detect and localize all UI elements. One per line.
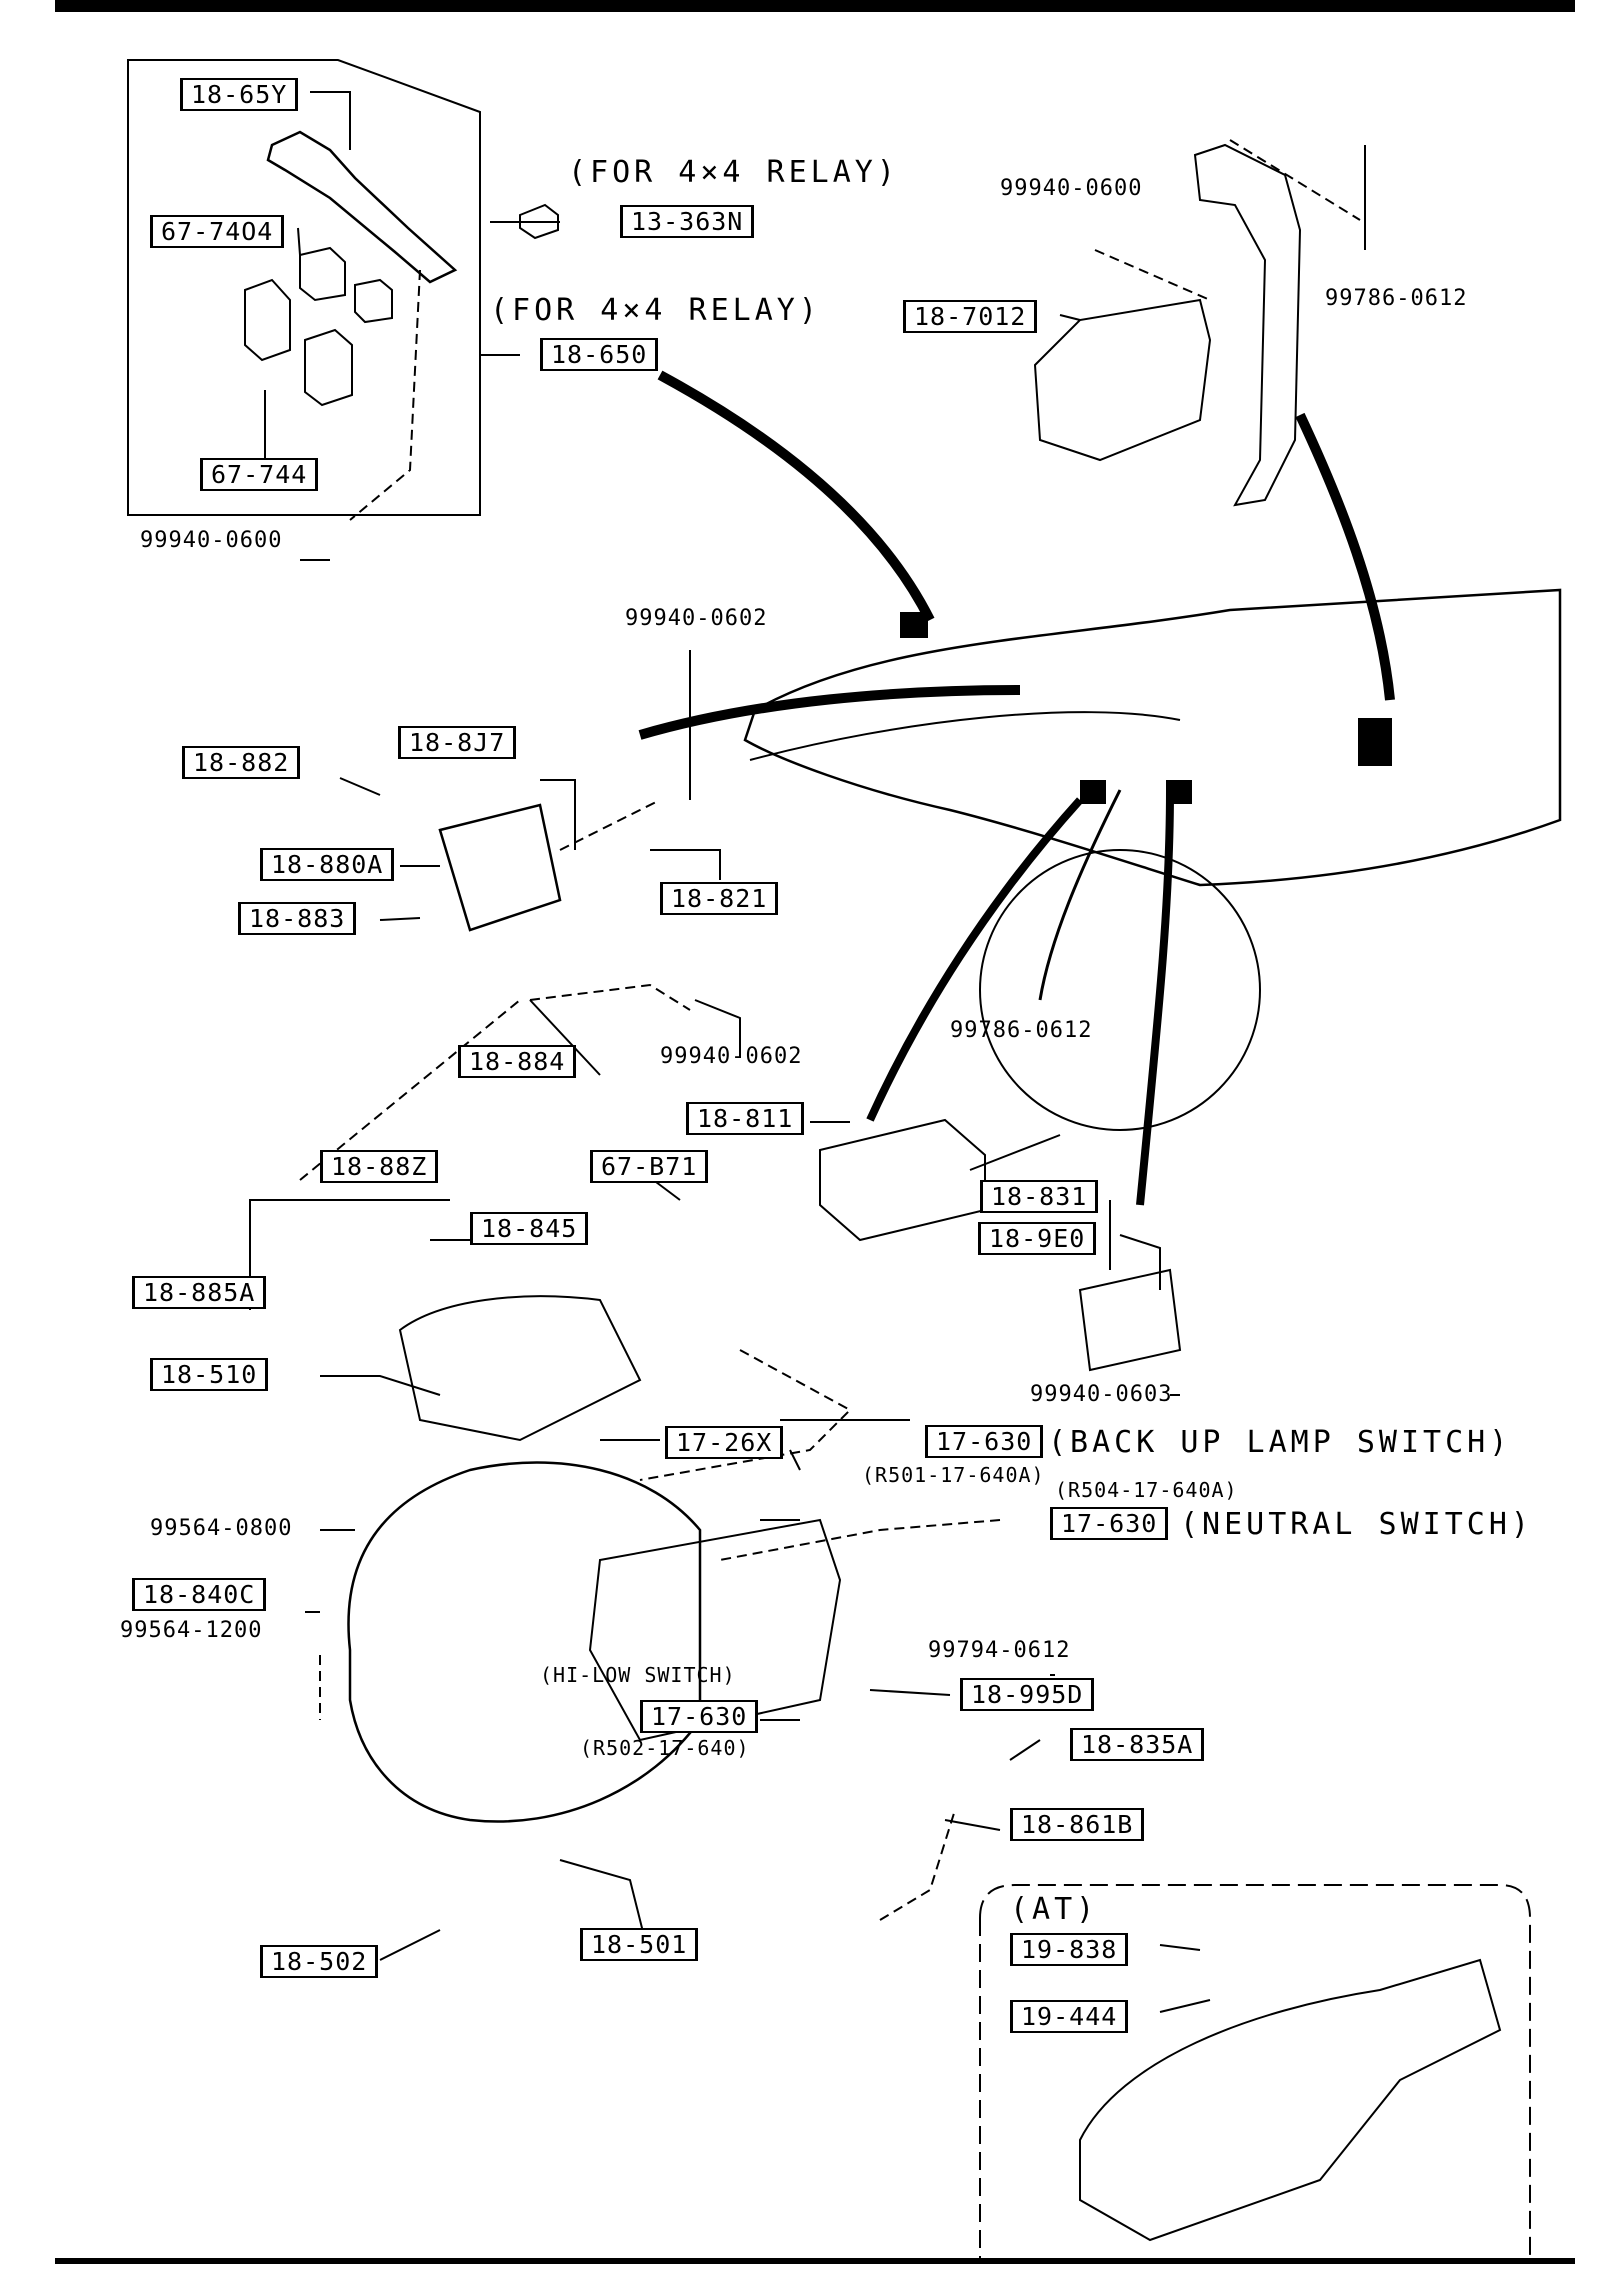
part-label-18-840c: 18-840C bbox=[132, 1578, 267, 1611]
part-label-17-26x: 17-26X bbox=[665, 1426, 784, 1459]
part-label-18-831: 18-831 bbox=[980, 1180, 1099, 1213]
engine-control-unit-shape bbox=[438, 803, 562, 932]
note-for-4x4-relay-bottom: (FOR 4×4 RELAY) bbox=[490, 293, 821, 328]
relay-bracket-shape bbox=[266, 130, 458, 284]
callout-arrow bbox=[657, 370, 935, 623]
fastener-label-99940-0602-bottom: 99940-0602 bbox=[660, 1044, 803, 1069]
part-label-19-838: 19-838 bbox=[1010, 1933, 1129, 1966]
relay-inset-frame bbox=[127, 59, 481, 516]
top-border-rule bbox=[55, 0, 1575, 12]
location-marker bbox=[1358, 718, 1392, 766]
callout-arrow bbox=[866, 797, 1083, 1122]
intake-manifold-shape bbox=[398, 1295, 642, 1442]
fastener-label-99786-0612-mid: 99786-0612 bbox=[950, 1018, 1093, 1043]
part-label-67-b71: 67-B71 bbox=[590, 1150, 709, 1183]
fastener-label-99786-0612-top: 99786-0612 bbox=[1325, 286, 1468, 311]
engine-block-shape bbox=[347, 1461, 702, 1823]
note-hi-low-switch: (HI-LOW SWITCH) bbox=[540, 1663, 736, 1687]
part-label-18-811: 18-811 bbox=[686, 1102, 805, 1135]
fastener-label-99940-0603: 99940-0603 bbox=[1030, 1382, 1173, 1407]
part-label-17-630-back-up: 17-630 bbox=[925, 1425, 1044, 1458]
dashed-connection bbox=[299, 139, 1361, 1921]
mounting-bracket-shape bbox=[1193, 143, 1302, 507]
part-label-19-444: 19-444 bbox=[1010, 2000, 1129, 2033]
part-label-18-9e0: 18-9E0 bbox=[978, 1222, 1097, 1255]
part-label-18-8j7: 18-8J7 bbox=[398, 726, 517, 759]
note-neutral-switch: (NEUTRAL SWITCH) bbox=[1180, 1507, 1533, 1542]
part-label-18-882: 18-882 bbox=[182, 746, 301, 779]
note-at: (AT) bbox=[1010, 1892, 1099, 1927]
part-label-18-88z: 18-88Z bbox=[320, 1150, 439, 1183]
location-marker bbox=[900, 612, 928, 638]
part-label-67-7404: 67-74O4 bbox=[150, 215, 285, 248]
location-marker bbox=[1080, 780, 1106, 804]
leader-lines bbox=[249, 91, 1366, 2013]
note-r501: (R501-17-640A) bbox=[862, 1463, 1045, 1487]
part-label-18-995d: 18-995D bbox=[960, 1678, 1095, 1711]
part-label-18-650: 18-650 bbox=[540, 338, 659, 371]
callout-arrow bbox=[638, 685, 1021, 740]
module-shape bbox=[1078, 1268, 1182, 1372]
part-label-18-65y: 18-65Y bbox=[180, 78, 299, 111]
wheel-arch bbox=[979, 849, 1261, 1131]
part-label-18-510: 18-510 bbox=[150, 1358, 269, 1391]
fastener-label-99564-1200: 99564-1200 bbox=[120, 1618, 263, 1643]
note-r502: (R502-17-640) bbox=[580, 1736, 750, 1760]
stud-bolt-shape bbox=[519, 203, 559, 240]
relay-shape bbox=[244, 278, 353, 407]
location-marker bbox=[1166, 780, 1192, 804]
part-label-18-835a: 18-835A bbox=[1070, 1728, 1205, 1761]
part-label-18-7012: 18-7012 bbox=[903, 300, 1038, 333]
note-back-up-lamp-switch: (BACK UP LAMP SWITCH) bbox=[1048, 1425, 1512, 1460]
fastener-label-99564-0800: 99564-0800 bbox=[150, 1516, 293, 1541]
car-hood-line bbox=[749, 711, 1181, 761]
control-unit-shape bbox=[1033, 298, 1212, 462]
small-relay-shape bbox=[299, 246, 393, 324]
part-label-67-744: 67-744 bbox=[200, 458, 319, 491]
part-label-17-630-hi-low: 17-630 bbox=[640, 1700, 759, 1733]
part-label-18-845: 18-845 bbox=[470, 1212, 589, 1245]
callout-arrow bbox=[1136, 789, 1174, 1206]
note-for-4x4-relay-top: (FOR 4×4 RELAY) bbox=[568, 155, 899, 190]
part-label-17-630-neutral: 17-630 bbox=[1050, 1507, 1169, 1540]
part-label-18-821: 18-821 bbox=[660, 882, 779, 915]
callout-arrow bbox=[1038, 789, 1122, 1001]
part-label-18-880a: 18-880A bbox=[260, 848, 395, 881]
part-label-18-883: 18-883 bbox=[238, 902, 357, 935]
part-label-18-861b: 18-861B bbox=[1010, 1808, 1145, 1841]
part-label-18-884: 18-884 bbox=[458, 1045, 577, 1078]
relay-box-shape bbox=[819, 1118, 986, 1242]
callout-arrow bbox=[1295, 412, 1395, 701]
fastener-label-99940-0600-left: 99940-0600 bbox=[140, 528, 283, 553]
part-label-18-885a: 18-885A bbox=[132, 1276, 267, 1309]
part-label-18-501: 18-501 bbox=[580, 1928, 699, 1961]
fastener-label-99940-0602-top: 99940-0602 bbox=[625, 606, 768, 631]
fastener-label-99794-0612: 99794-0612 bbox=[928, 1638, 1071, 1663]
transmission-shape bbox=[588, 1518, 842, 1742]
bottom-border-rule bbox=[55, 2258, 1575, 2264]
car-body-outline bbox=[743, 588, 1562, 887]
automatic-transmission-shape bbox=[1079, 1958, 1502, 2242]
fastener-label-99940-0600-right: 99940-0600 bbox=[1000, 176, 1143, 201]
part-label-18-502: 18-502 bbox=[260, 1945, 379, 1978]
note-r504: (R504-17-640A) bbox=[1055, 1478, 1238, 1502]
part-label-13-363n: 13-363N bbox=[620, 205, 755, 238]
at-inset-frame bbox=[979, 1884, 1531, 2258]
